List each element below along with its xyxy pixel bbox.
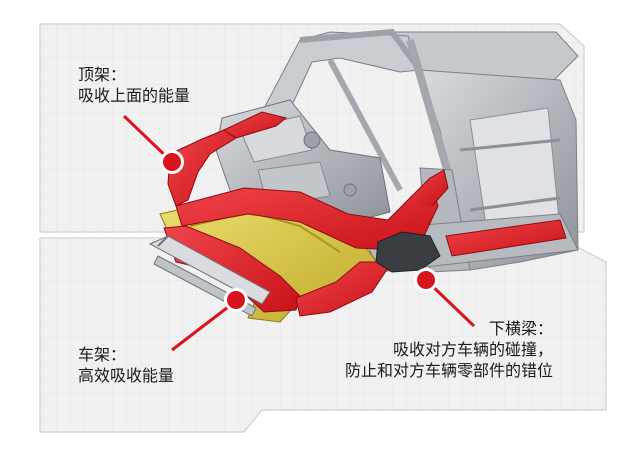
frame-leader-line xyxy=(171,302,233,352)
frame-callout-dot-icon xyxy=(224,288,248,312)
roof-callout-label: 顶架： 吸收上面的能量 xyxy=(78,64,190,106)
beam-callout-title: 下横梁： xyxy=(488,319,553,338)
bumper-beam xyxy=(148,235,271,305)
frame-callout-label: 车架： 高效吸收能量 xyxy=(78,344,174,386)
red-roof-frame xyxy=(167,129,237,207)
frame-callout-desc: 高效吸收能量 xyxy=(78,366,175,385)
red-a-pillar xyxy=(222,111,288,139)
roof-callout-desc: 吸收上面的能量 xyxy=(78,86,191,105)
frame-callout-title: 车架： xyxy=(78,345,127,364)
beam-callout-desc-line1: 吸收对方车辆的碰撞， xyxy=(392,340,553,359)
roof-callout-dot-icon xyxy=(160,150,184,174)
red-rocker xyxy=(445,219,567,257)
beam-callout-desc-line2: 防止和对方车辆零部件的错位 xyxy=(344,361,553,380)
wheel-arch xyxy=(375,231,441,273)
red-lower-member xyxy=(295,261,393,317)
beam-callout-label: 下横梁： 吸收对方车辆的碰撞， 防止和对方车辆零部件的错位 xyxy=(345,318,553,381)
roof-callout-title: 顶架： xyxy=(78,65,127,84)
beam-callout-dot-icon xyxy=(414,268,438,292)
